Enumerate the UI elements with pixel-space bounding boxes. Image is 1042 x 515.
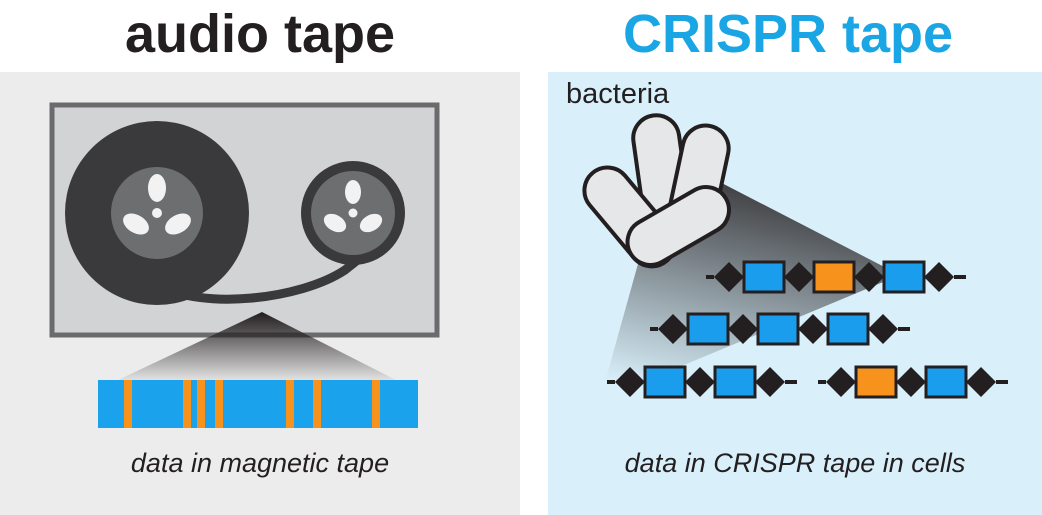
spacer-orange	[812, 260, 856, 294]
spacer-blue	[713, 365, 757, 399]
big-reel-hub	[123, 174, 191, 235]
crispr-tape-title: CRISPR tape	[622, 4, 954, 64]
repeat-diamond	[924, 262, 954, 292]
spacer-blue	[924, 365, 968, 399]
spacer-blue	[686, 312, 730, 346]
magnetic-tape-strip	[98, 380, 418, 428]
repeat-diamond	[714, 262, 744, 292]
bacteria-cluster	[582, 113, 731, 269]
small-reel-hub	[323, 180, 383, 233]
spacer-blue	[826, 312, 870, 346]
crispr-tape-caption: data in CRISPR tape in cells	[624, 448, 966, 478]
spacer-blue	[882, 260, 926, 294]
repeat-diamond	[896, 367, 926, 397]
crispr-arrays	[607, 260, 1008, 399]
crispr-array	[706, 260, 966, 294]
spacer-blue	[756, 312, 800, 346]
repeat-diamond	[868, 314, 898, 344]
repeat-diamond	[784, 262, 814, 292]
crispr-array	[650, 312, 910, 346]
repeat-diamond	[685, 367, 715, 397]
spacer-orange	[854, 365, 898, 399]
repeat-diamond	[728, 314, 758, 344]
audio-tape-caption: data in magnetic tape	[130, 448, 390, 478]
repeat-diamond	[966, 367, 996, 397]
tape-recorder	[49, 102, 440, 338]
repeat-diamond	[755, 367, 785, 397]
audio-tape-title: audio tape	[124, 4, 396, 64]
repeat-diamond	[798, 314, 828, 344]
zoom-cone	[118, 312, 396, 380]
spacer-blue	[643, 365, 687, 399]
repeat-diamond	[615, 367, 645, 397]
repeat-diamond	[826, 367, 856, 397]
spacer-blue	[742, 260, 786, 294]
bacteria-label: bacteria	[566, 78, 670, 110]
repeat-diamond	[854, 262, 884, 292]
repeat-diamond	[658, 314, 688, 344]
crispr-array	[607, 365, 797, 399]
crispr-array	[818, 365, 1008, 399]
